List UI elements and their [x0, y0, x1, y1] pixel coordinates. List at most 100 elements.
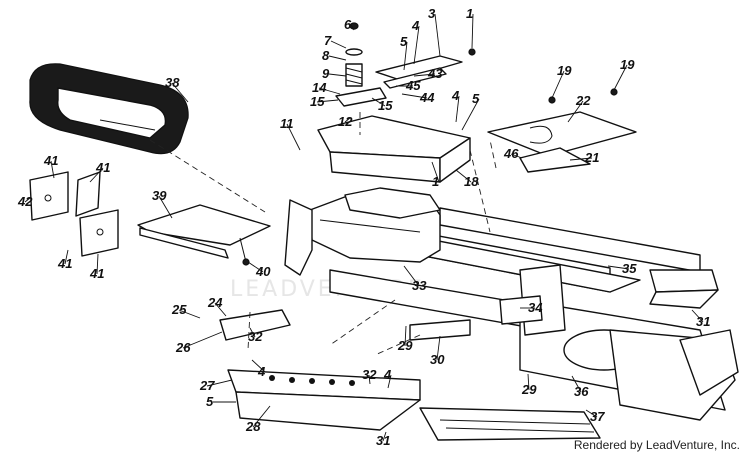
callout-24: 24 — [207, 295, 223, 310]
callout-leader-36 — [571, 375, 582, 393]
callout-31: 31 — [696, 314, 710, 329]
callout-leader-4 — [455, 95, 460, 123]
spring-assembly — [335, 22, 387, 107]
seat — [29, 63, 189, 155]
callout-12: 12 — [338, 114, 353, 129]
callout-40: 40 — [255, 264, 271, 279]
callout-leader-31 — [382, 431, 387, 442]
callout-8: 8 — [322, 48, 330, 63]
callout-leader-15 — [316, 99, 339, 103]
callout-1: 1 — [432, 174, 439, 189]
callout-leader-5 — [403, 41, 408, 71]
callout-18: 18 — [464, 174, 479, 189]
callout-41: 41 — [95, 160, 110, 175]
callout-38: 38 — [165, 75, 180, 90]
callout-leader-4 — [387, 374, 392, 389]
seat-slide — [375, 48, 476, 89]
callout-5: 5 — [472, 91, 480, 106]
callout-leader-25 — [178, 309, 201, 319]
battery-plate — [487, 88, 637, 173]
callout-leader-27 — [206, 379, 233, 387]
callout-26: 26 — [175, 340, 191, 355]
callout-leader-33 — [403, 265, 420, 287]
callout-leader-35 — [607, 265, 630, 270]
callout-leader-12 — [344, 117, 351, 123]
callout-14: 14 — [312, 80, 327, 95]
callout-leader-22 — [567, 100, 584, 123]
callout-7: 7 — [324, 33, 332, 48]
callout-leader-29 — [527, 373, 530, 391]
callout-19: 19 — [620, 57, 635, 72]
callout-leader-3 — [434, 13, 441, 57]
callout-45: 45 — [405, 78, 421, 93]
callout-25: 25 — [171, 302, 187, 317]
callout-leader-8 — [328, 55, 347, 61]
alignment-lines — [149, 112, 497, 356]
callout-5: 5 — [206, 394, 214, 409]
callout-29: 29 — [397, 338, 413, 353]
callout-32: 32 — [248, 329, 263, 344]
callout-36: 36 — [574, 384, 589, 399]
callout-9: 9 — [322, 66, 330, 81]
seat-brackets — [29, 171, 119, 257]
callout-6: 6 — [344, 17, 352, 32]
callout-34: 34 — [528, 300, 543, 315]
callout-leader-21 — [569, 157, 593, 161]
callout-leader-41 — [96, 253, 99, 275]
callout-35: 35 — [622, 261, 637, 276]
callout-33: 33 — [412, 278, 427, 293]
callout-leader-11 — [286, 123, 301, 151]
callout-leader-24 — [214, 302, 227, 317]
callout-leader-41 — [89, 167, 104, 183]
callout-4: 4 — [257, 364, 266, 379]
callout-leader-44 — [401, 93, 428, 99]
callout-leader-38 — [171, 82, 189, 103]
callout-46: 46 — [503, 146, 519, 161]
callout-29: 29 — [521, 382, 537, 397]
callout-28: 28 — [245, 419, 261, 434]
callout-15: 15 — [310, 94, 325, 109]
cross-brackets — [219, 295, 543, 341]
callout-leader-15 — [371, 97, 386, 107]
callout-leader-1 — [471, 13, 474, 49]
callout-leader-37 — [585, 409, 598, 418]
callout-5: 5 — [400, 34, 408, 49]
callout-43: 43 — [427, 66, 443, 81]
callout-leader-41 — [64, 249, 69, 265]
callout-42: 42 — [17, 194, 33, 209]
callout-leader-9 — [328, 73, 347, 77]
callout-leader-1 — [431, 161, 440, 183]
callout-1: 1 — [466, 6, 473, 21]
callout-21: 21 — [584, 150, 599, 165]
callout-41: 41 — [43, 153, 58, 168]
step-plate — [419, 407, 601, 441]
credit-text: Rendered by LeadVenture, Inc. — [573, 438, 740, 452]
callout-4: 4 — [451, 88, 460, 103]
callout-leader-14 — [318, 87, 341, 95]
callout-27: 27 — [199, 378, 215, 393]
callout-32: 32 — [362, 367, 377, 382]
callout-11: 11 — [280, 116, 294, 131]
callout-leader-29 — [404, 325, 407, 347]
callout-leader-4 — [251, 359, 266, 373]
callout-leader-7 — [330, 40, 347, 49]
seat-plate — [137, 204, 271, 266]
callout-leader-19 — [613, 64, 628, 91]
callout-15: 15 — [378, 98, 393, 113]
callout-4: 4 — [383, 367, 392, 382]
callout-44: 44 — [419, 90, 435, 105]
callout-22: 22 — [575, 93, 591, 108]
callout-leader-41 — [50, 160, 55, 179]
callout-39: 39 — [152, 188, 167, 203]
callout-leader-43 — [413, 73, 436, 77]
callout-leader-26 — [182, 331, 223, 349]
callout-leader-40 — [247, 261, 264, 273]
callout-4: 4 — [411, 18, 420, 33]
callout-leader-32 — [249, 327, 256, 338]
callout-leader-19 — [551, 70, 565, 99]
callout-leader-31 — [691, 309, 704, 323]
callout-30: 30 — [430, 352, 445, 367]
